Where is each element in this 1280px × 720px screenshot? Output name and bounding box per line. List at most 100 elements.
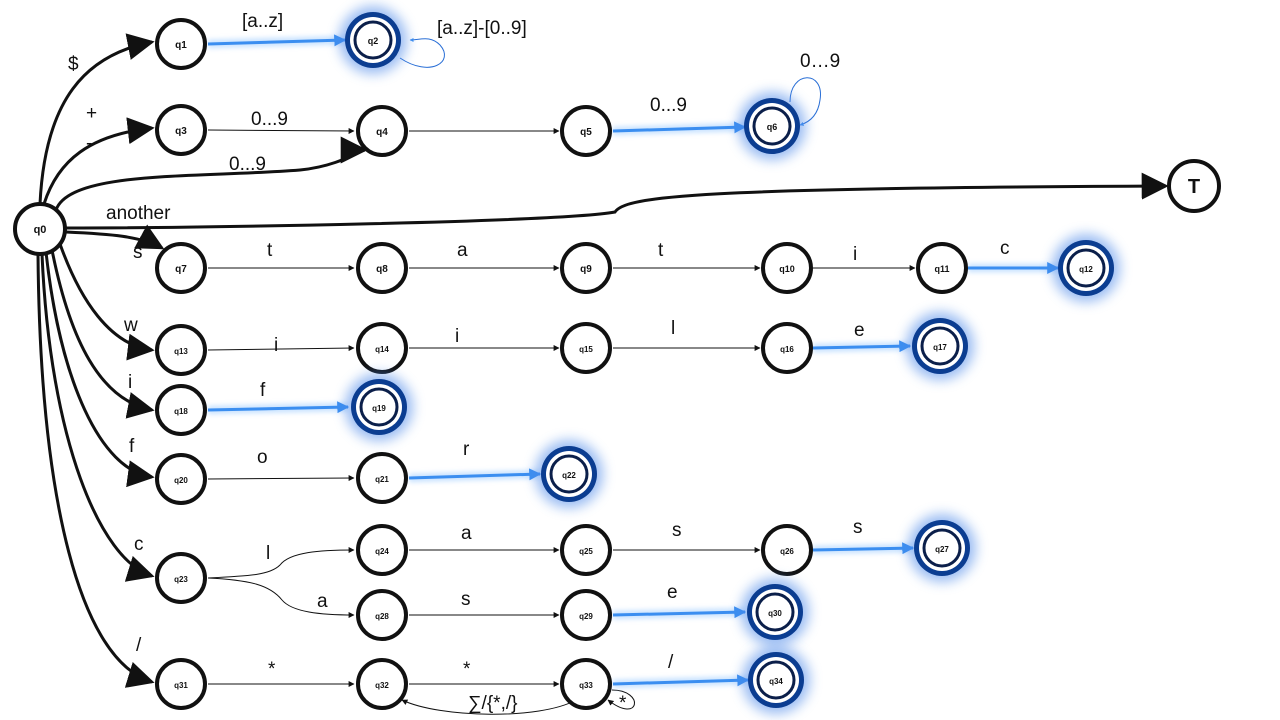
label-loop-q6: 0…9 (800, 51, 840, 72)
state-T: T (1167, 159, 1221, 213)
state-q5: q5 (560, 105, 612, 157)
edge-q0-q7 (65, 224, 165, 250)
state-q10-label: q10 (779, 264, 795, 274)
label-q16-q17: e (854, 320, 865, 341)
loop-q6 (789, 77, 821, 126)
loop-q2 (399, 37, 445, 68)
label-q0-T: another (106, 203, 171, 224)
edge-q33-q34 (612, 674, 750, 687)
state-q33: q33 (560, 658, 612, 710)
state-q6: q6 (738, 92, 806, 160)
regular-states: q0 q1 q3 q4 q5 T q7 q8 (13, 18, 1221, 710)
label-q24-q25: a (461, 523, 472, 544)
label-q0-q3-minus: - (86, 133, 92, 154)
state-q29: q29 (560, 589, 612, 641)
label-loop-q2: [a..z]-[0..9] (437, 18, 527, 39)
state-q4-label: q4 (376, 127, 388, 138)
accepting-states: q2 q6 q12 q17 q19 (339, 6, 1120, 714)
state-q2: q2 (339, 6, 407, 74)
state-q6-label: q6 (767, 122, 778, 132)
edge-q1-q2 (207, 34, 347, 47)
state-q22-label: q22 (562, 471, 576, 480)
state-q0-label: q0 (34, 224, 47, 236)
state-q25: q25 (560, 524, 612, 576)
state-q22: q22 (535, 440, 603, 508)
state-q17: q17 (906, 312, 974, 380)
state-T-label: T (1188, 176, 1200, 198)
state-q34: q34 (742, 646, 810, 714)
edge-q0-q23 (40, 253, 155, 582)
state-q4: q4 (356, 105, 408, 157)
state-q24-label: q24 (375, 547, 389, 556)
state-q11: q11 (916, 242, 968, 294)
state-q23-label: q23 (174, 575, 188, 584)
edge-q21-q22 (408, 468, 542, 481)
label-loop-q33: * (619, 693, 627, 714)
state-q21: q21 (356, 452, 408, 504)
label-q0-q23: c (134, 534, 144, 555)
thin-edges (207, 127, 916, 715)
edge-q0-q20 (44, 251, 155, 488)
edge-q13-q14 (207, 345, 355, 352)
edge-q23-q24 (207, 547, 355, 579)
label-q26-q27: s (853, 517, 863, 538)
state-q11-label: q11 (934, 264, 949, 274)
edge-q0-q31 (36, 253, 155, 688)
edge-q0-q13 (58, 243, 155, 361)
label-q20-q21: o (257, 447, 268, 468)
label-q23-q24: l (266, 543, 270, 564)
label-q32-q33: * (463, 659, 471, 680)
state-q9-label: q9 (580, 264, 592, 275)
state-q10: q10 (761, 242, 813, 294)
state-q28: q28 (356, 589, 408, 641)
state-q1-label: q1 (175, 40, 187, 51)
state-q18: q18 (155, 384, 207, 436)
edge-q5-q6 (612, 121, 747, 134)
edge-q18-q19 (207, 401, 350, 414)
state-q28-label: q28 (375, 612, 389, 621)
label-q10-q11: i (853, 244, 857, 265)
state-q16-label: q16 (780, 345, 794, 354)
state-q18-label: q18 (174, 407, 188, 416)
label-q0-q1: $ (68, 54, 79, 75)
state-q27-label: q27 (935, 545, 949, 554)
state-q12-label: q12 (1079, 265, 1093, 274)
label-q0-q13: w (123, 315, 138, 336)
state-q27: q27 (908, 514, 976, 582)
accepting-edges (207, 34, 1060, 689)
state-q25-label: q25 (579, 547, 593, 556)
label-q31-q32: * (268, 659, 276, 680)
label-q28-q29: s (461, 589, 471, 610)
edge-q29-q30 (612, 606, 747, 619)
state-q14: q14 (356, 322, 408, 374)
edge-q26-q27 (812, 542, 915, 555)
label-q8-q9: a (457, 240, 468, 261)
state-q26-label: q26 (780, 547, 794, 556)
edge-q0-q3 (42, 117, 155, 205)
label-q11-q12: c (1000, 238, 1010, 259)
state-q13: q13 (155, 324, 207, 376)
state-q31: q31 (155, 658, 207, 710)
state-q29-label: q29 (579, 612, 593, 621)
label-q15-q16: l (671, 318, 675, 339)
edge-q0-q4 (54, 136, 368, 211)
state-q9: q9 (560, 242, 612, 294)
state-q12: q12 (1052, 234, 1120, 302)
edge-q3-q4 (207, 127, 355, 134)
label-q9-q10: t (658, 240, 664, 261)
edge-q33-q32 (401, 699, 577, 715)
state-q3-label: q3 (175, 126, 187, 137)
state-q2-label: q2 (368, 36, 379, 46)
state-q20: q20 (155, 453, 207, 505)
state-q32-label: q32 (375, 681, 389, 690)
label-q3-q4: 0...9 (251, 109, 288, 130)
q0-edges (36, 33, 1169, 688)
label-q33-q34: / (668, 652, 674, 673)
label-q0-q7: s (133, 242, 143, 263)
state-q19: q19 (345, 373, 413, 441)
label-q1-q2: [a..z] (242, 11, 283, 32)
label-q7-q8: t (267, 240, 273, 261)
state-q24: q24 (356, 524, 408, 576)
edge-q0-q18 (50, 249, 155, 419)
edge-q16-q17 (812, 340, 912, 353)
